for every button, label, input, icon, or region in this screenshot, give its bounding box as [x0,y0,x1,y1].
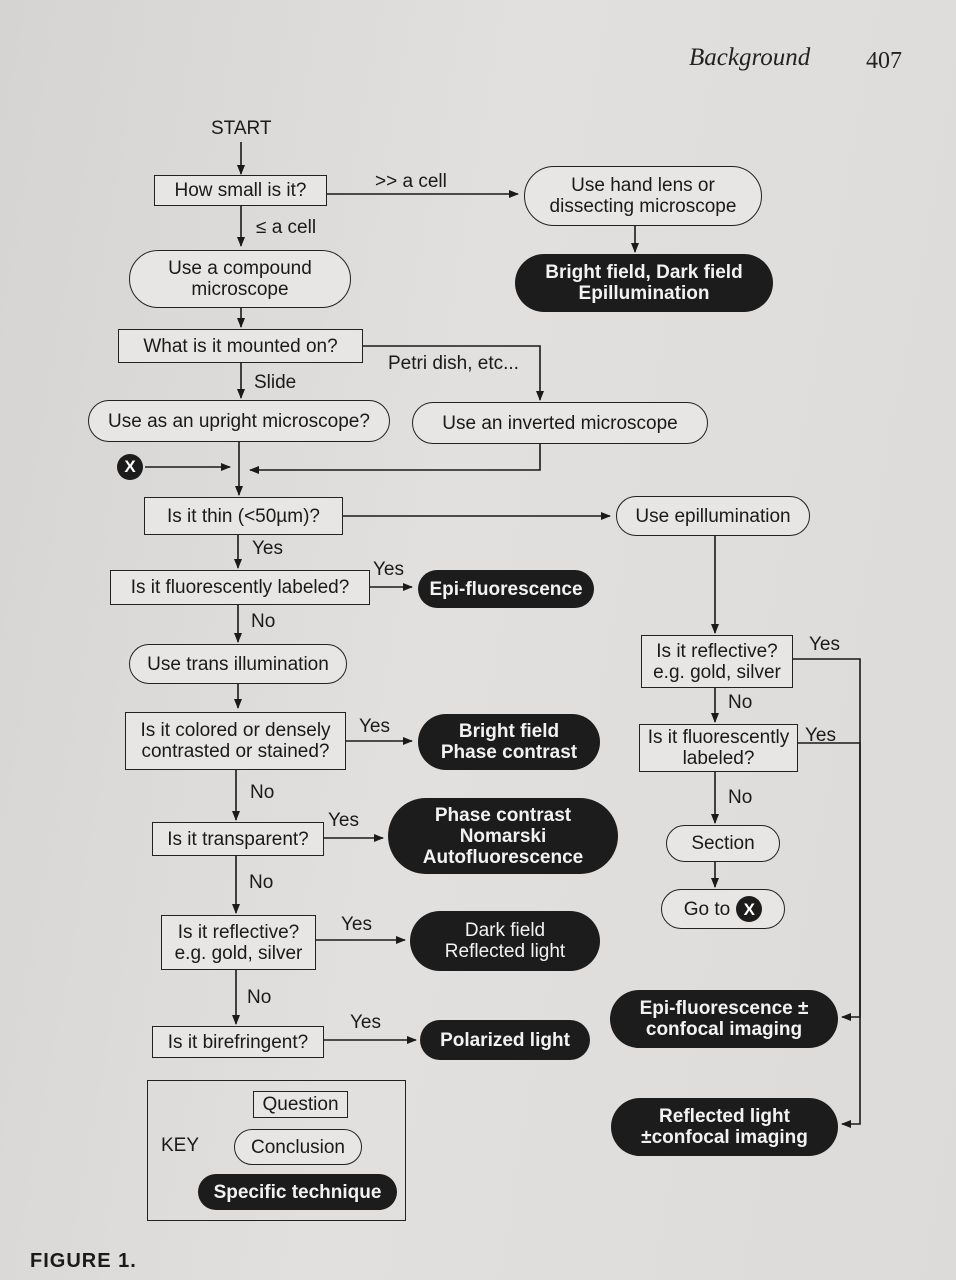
edge-slide: Slide [254,372,297,393]
goto-conclusion: Go to X [661,889,785,929]
edge-yes-thin: Yes [252,538,283,559]
edge-le-cell: ≤ a cell [256,217,317,238]
phase-nomarski-auto-technique: Phase contrast Nomarski Autofluorescence [388,798,618,874]
epi-fluorescence-technique: Epi-fluorescence [418,570,594,608]
epillumination-conclusion: Use epillumination [616,496,810,536]
dark-reflected-technique: Dark field Reflected light [410,911,600,971]
edge-yes-fluor-right: Yes [805,725,836,746]
polarized-technique: Polarized light [420,1020,590,1060]
edge-yes-reflective-right: Yes [809,634,840,655]
edge-yes-reflective: Yes [341,914,372,935]
colored-question: Is it colored or densely contrasted or s… [125,712,346,770]
start-label: START [211,118,272,139]
edge-no-reflective-right: No [728,692,753,713]
reflective-question-right: Is it reflective? e.g. gold, silver [641,635,793,688]
reflective-question-left: Is it reflective? e.g. gold, silver [161,915,316,970]
bright-phase-technique: Bright field Phase contrast [418,714,600,770]
edge-no-colored: No [250,782,275,803]
edge-yes-fluor: Yes [373,559,404,580]
compound-microscope-conclusion: Use a compound microscope [129,250,351,308]
edge-no-transparent: No [249,872,274,893]
edge-gt-cell: >> a cell [375,171,447,192]
thin-question: Is it thin (<50µm)? [144,497,343,535]
key-question-sample: Question [253,1091,348,1118]
figure-label: FIGURE 1. [30,1250,137,1272]
hand-lens-conclusion: Use hand lens or dissecting microscope [524,166,762,226]
birefringent-question: Is it birefringent? [152,1026,324,1058]
reflected-confocal-technique: Reflected light ±confocal imaging [611,1098,838,1156]
goto-x-icon: X [736,896,763,922]
inverted-conclusion: Use an inverted microscope [412,402,708,444]
legend-key [147,1080,406,1221]
running-header: Background [689,44,811,71]
fluorescent-question-right: Is it fluorescently labeled? [639,724,798,772]
edge-yes-transparent: Yes [328,810,359,831]
key-technique-sample: Specific technique [198,1174,397,1210]
edge-yes-colored: Yes [359,716,390,737]
key-title: KEY [161,1135,200,1156]
epi-confocal-technique: Epi-fluorescence ± confocal imaging [610,990,838,1048]
edge-no-reflective: No [247,987,272,1008]
edge-petri: Petri dish, etc... [388,353,519,374]
how-small-question: How small is it? [154,175,327,206]
transparent-question: Is it transparent? [152,822,324,856]
section-conclusion: Section [666,825,780,862]
bright-dark-epi-technique: Bright field, Dark field Epillumination [515,254,773,312]
x-marker-icon: X [117,454,143,480]
key-conclusion-sample: Conclusion [234,1129,362,1165]
goto-label: Go to [683,898,731,920]
edge-yes-birefringent: Yes [350,1012,381,1033]
page-number: 407 [866,48,902,74]
edge-no-fluor: No [251,611,276,632]
edge-no-fluor-right: No [728,787,753,808]
trans-illumination-conclusion: Use trans illumination [129,644,347,684]
mounted-question: What is it mounted on? [118,329,363,363]
fluorescent-question: Is it fluorescently labeled? [110,570,370,605]
upright-conclusion: Use as an upright microscope? [88,400,390,442]
